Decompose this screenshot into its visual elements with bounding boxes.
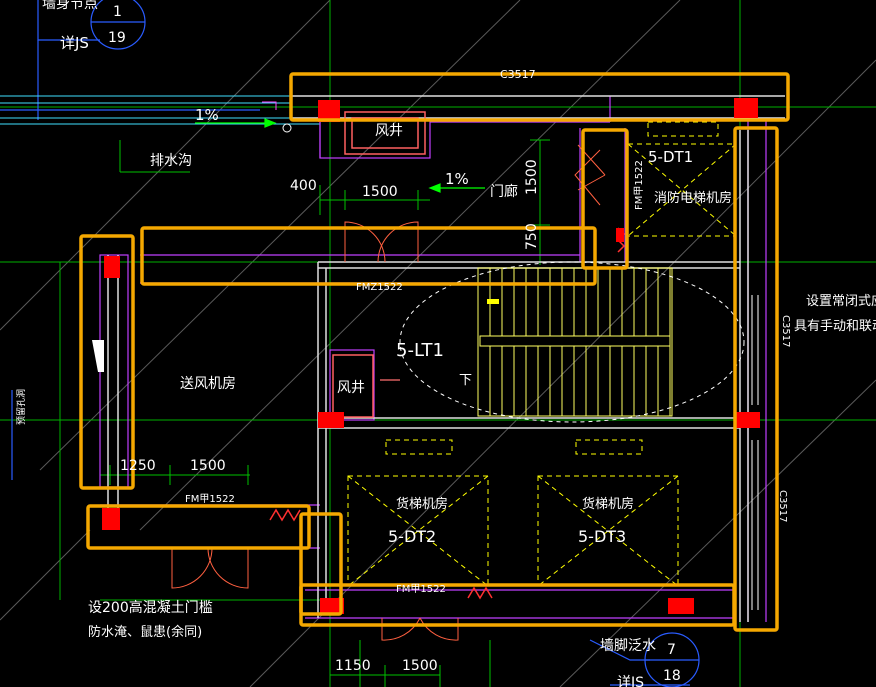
fm-left-label: FM甲1522 — [185, 494, 235, 505]
dim-1500-top: 1500 — [362, 184, 398, 200]
baseboard-note: 墙脚泛水 — [600, 638, 656, 654]
highlight-boxes — [79, 72, 790, 632]
detail-js-top: 详JS — [60, 34, 89, 52]
note-manual-linkage: 具有手动和联动 — [794, 319, 876, 334]
freight-room-b-label: 货梯机房 — [582, 496, 634, 512]
detail-top-number: 1 — [113, 4, 122, 20]
highlight-box-corner — [299, 512, 343, 616]
column — [104, 256, 120, 278]
highlight-box-right-wall — [733, 126, 779, 632]
air-shaft-top-label: 风井 — [375, 123, 403, 139]
column — [320, 598, 344, 614]
leader-lines — [0, 0, 690, 686]
highlight-box-left-wall — [79, 234, 135, 490]
wall-node-label: 墙身节点 — [42, 0, 98, 12]
note-sill-1: 设200高混凝土门槛 — [88, 599, 213, 616]
slope-left-label: 1% — [195, 106, 219, 124]
column — [668, 598, 694, 614]
window-right-lower-label: C3517 — [777, 490, 788, 522]
freight-room-a-label: 货梯机房 — [396, 496, 448, 512]
note-sill-2: 防水淹、鼠患(余同) — [88, 624, 202, 640]
supply-air-room-label: 送风机房 — [180, 376, 236, 392]
dim-400: 400 — [290, 178, 317, 194]
highlight-box-mid-wall — [140, 226, 597, 286]
equipment-icon — [92, 340, 104, 372]
stair-5-lt1 — [380, 261, 745, 423]
floor-drain-icon — [282, 123, 292, 133]
window-right-label: C3517 — [780, 315, 791, 347]
note-normally-closed: 设置常闭式应 — [806, 293, 876, 309]
slope-mid-label: 1% — [445, 170, 469, 188]
dimension-lines — [100, 139, 550, 687]
detail-js-bottom: 详JS — [617, 675, 644, 687]
column — [102, 508, 120, 530]
detail-callout-bottom — [644, 632, 700, 687]
highlight-box-fire-door — [581, 128, 629, 270]
dim-1500-left: 1500 — [190, 458, 226, 474]
window-top-label: C3517 — [500, 68, 536, 81]
drain-label: 排水沟 — [150, 153, 192, 169]
dim-1250: 1250 — [120, 458, 156, 474]
column — [734, 412, 760, 428]
highlight-box-bottom-wall — [299, 583, 736, 627]
corridor-label: 门廊 — [490, 183, 518, 200]
detail-top-sheet: 19 — [108, 30, 126, 46]
fire-elevator-id: 5-DT1 — [648, 148, 693, 166]
dim-1500-bottom: 1500 — [402, 658, 438, 674]
detail-bottom-number: 7 — [667, 642, 676, 658]
freight-id-b: 5-DT3 — [578, 527, 626, 546]
stair-id-label: 5-LT1 — [396, 340, 444, 361]
highlight-box-top-wall — [289, 72, 790, 122]
detail-callout-top — [90, 0, 146, 50]
detail-bottom-sheet: 18 — [663, 668, 681, 684]
side-note: 预留孔洞 — [15, 389, 27, 425]
column — [734, 98, 758, 118]
exterior-top-lines — [0, 95, 320, 125]
dim-1150: 1150 — [335, 658, 371, 674]
freight-id-a: 5-DT2 — [388, 527, 436, 546]
column — [318, 412, 344, 428]
stair-arrow-icon — [487, 299, 499, 304]
slope-arrows — [195, 118, 485, 193]
column — [616, 228, 624, 242]
fm-bottom-label: FM甲1522 — [396, 584, 446, 595]
highlight-box-lower-left-wall — [86, 504, 311, 550]
fire-door-label: FM甲1522 — [634, 160, 645, 210]
dim-750: 750 — [524, 223, 540, 250]
column — [318, 100, 340, 122]
door-fmz-label: FMZ1522 — [356, 282, 403, 293]
structural-columns — [102, 98, 760, 614]
stair-down-label: 下 — [459, 373, 472, 388]
right-windows — [751, 295, 759, 610]
fire-elevator-room: 消防电梯机房 — [654, 190, 732, 206]
dim-1500-vert: 1500 — [524, 159, 540, 195]
air-shaft-mid-label: 风井 — [337, 380, 365, 396]
